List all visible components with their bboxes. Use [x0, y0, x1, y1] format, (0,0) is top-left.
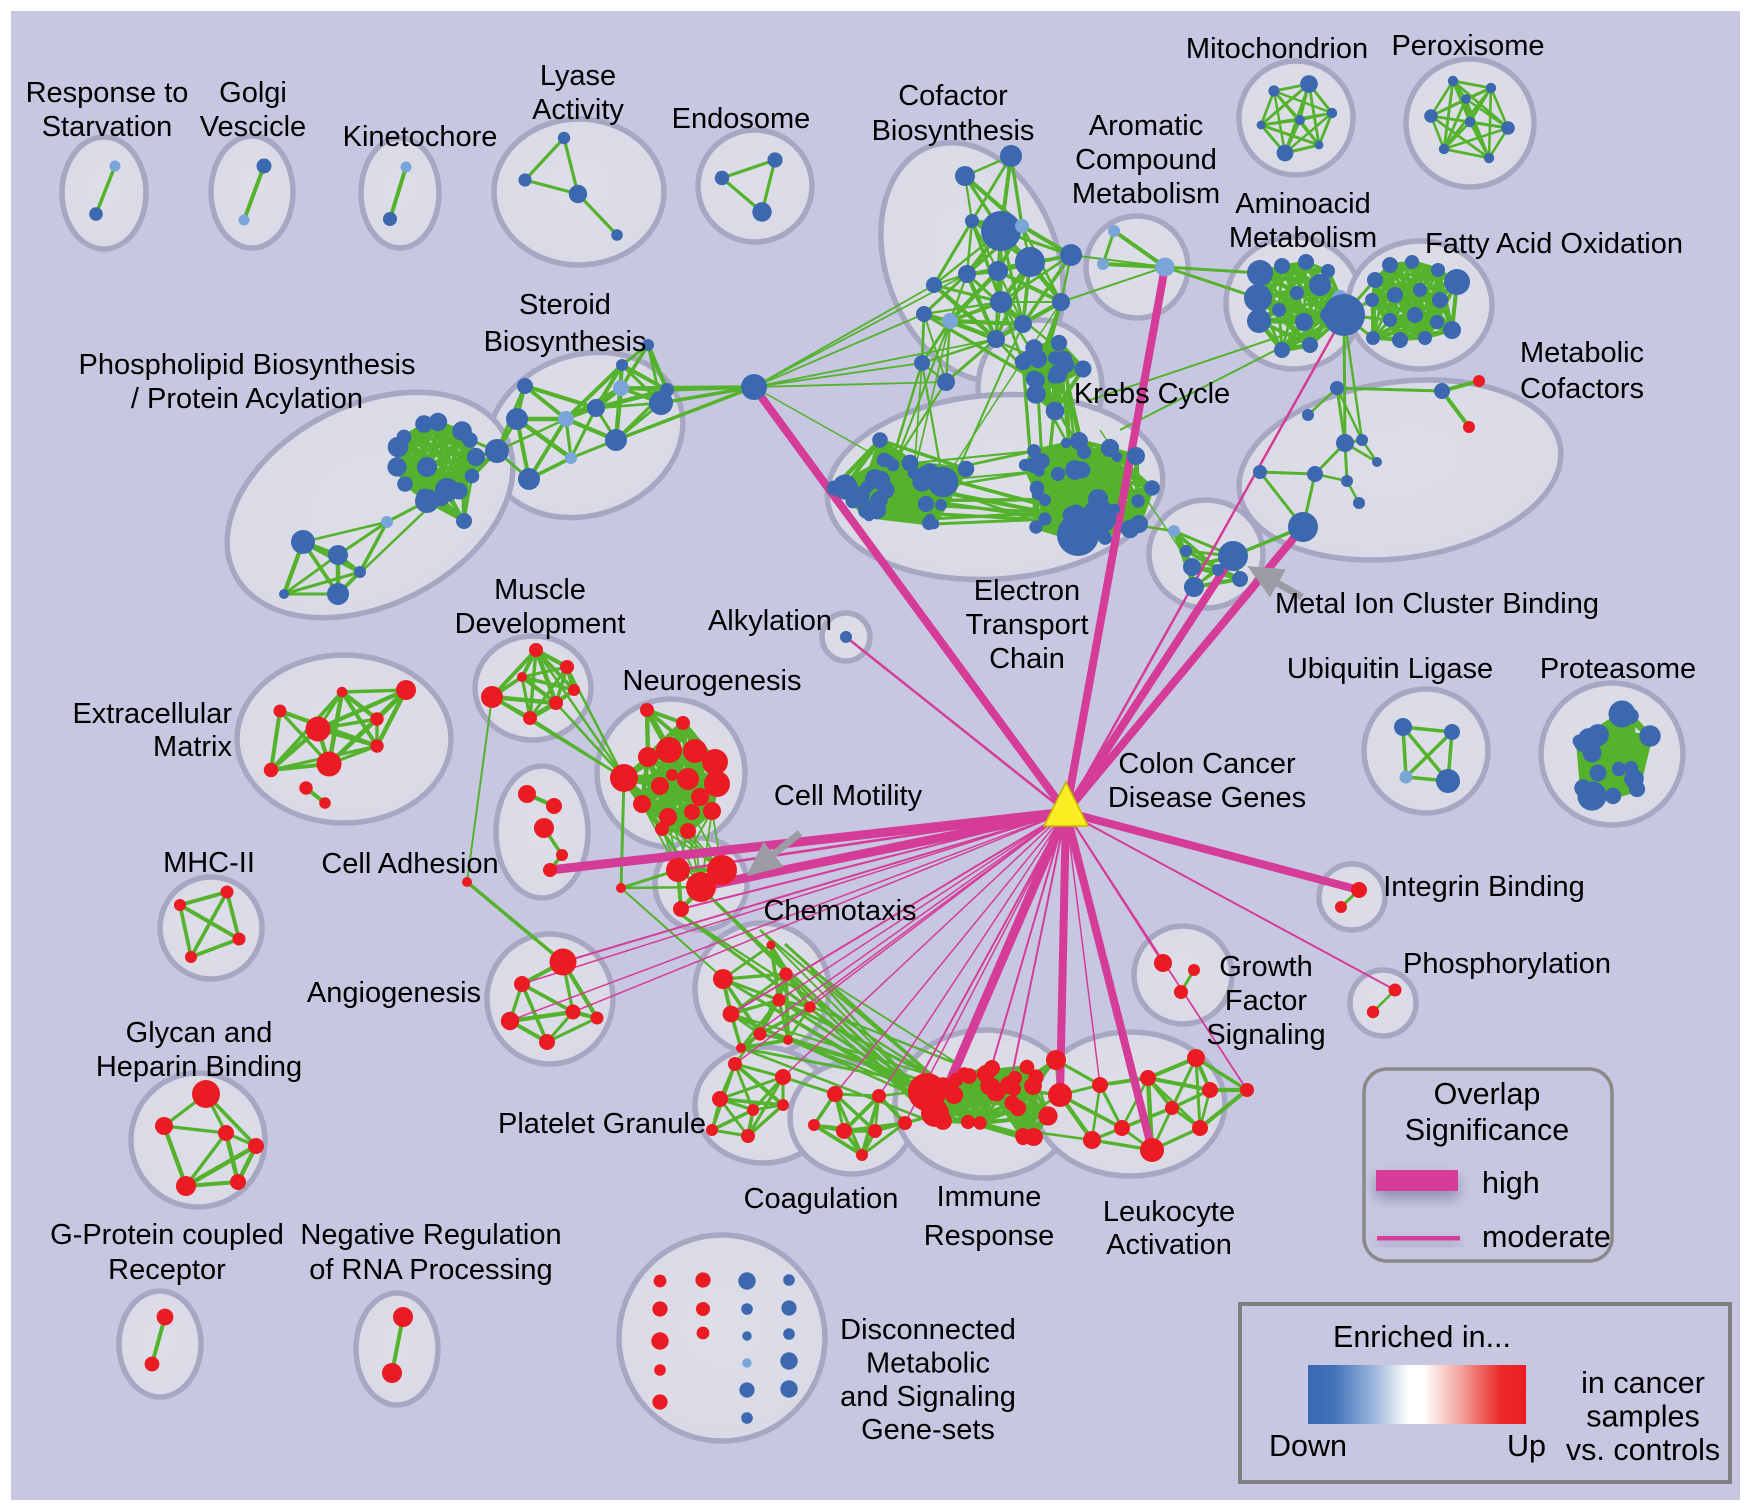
svg-text:high: high [1482, 1166, 1540, 1200]
svg-text:Response to: Response to [26, 77, 189, 109]
svg-text:Chemotaxis: Chemotaxis [763, 895, 916, 927]
svg-text:Factor: Factor [1225, 985, 1308, 1017]
svg-text:Matrix: Matrix [153, 731, 232, 763]
svg-text:Disconnected: Disconnected [840, 1314, 1016, 1346]
svg-text:Kinetochore: Kinetochore [343, 121, 498, 153]
svg-text:Extracellular: Extracellular [72, 698, 232, 730]
svg-text:Muscle: Muscle [494, 574, 586, 606]
svg-text:Gene-sets: Gene-sets [861, 1414, 995, 1446]
svg-text:Cofactors: Cofactors [1520, 373, 1644, 405]
svg-text:Ubiquitin Ligase: Ubiquitin Ligase [1287, 653, 1493, 685]
svg-text:Metabolic: Metabolic [1520, 337, 1644, 369]
svg-text:Metal Ion Cluster Binding: Metal Ion Cluster Binding [1275, 588, 1599, 620]
svg-text:Platelet Granule: Platelet Granule [498, 1108, 706, 1140]
svg-text:Metabolism: Metabolism [1072, 178, 1220, 210]
svg-text:Angiogenesis: Angiogenesis [307, 977, 481, 1009]
svg-text:Fatty Acid Oxidation: Fatty Acid Oxidation [1425, 228, 1683, 260]
svg-text:Transport: Transport [965, 609, 1088, 641]
svg-text:Starvation: Starvation [42, 111, 173, 143]
svg-text:Signaling: Signaling [1206, 1019, 1325, 1051]
svg-text:Mitochondrion: Mitochondrion [1186, 33, 1368, 65]
svg-text:Coagulation: Coagulation [744, 1183, 899, 1215]
svg-text:Growth: Growth [1219, 951, 1312, 983]
svg-text:Integrin Binding: Integrin Binding [1383, 871, 1585, 903]
svg-text:Enriched in...: Enriched in... [1333, 1320, 1511, 1354]
svg-text:Vescicle: Vescicle [200, 111, 306, 143]
svg-text:Response: Response [924, 1220, 1055, 1252]
svg-text:Cell Adhesion: Cell Adhesion [321, 848, 498, 880]
svg-text:Chain: Chain [989, 643, 1065, 675]
svg-text:Electron: Electron [974, 575, 1080, 607]
svg-text:Steroid: Steroid [519, 289, 611, 321]
svg-text:Neurogenesis: Neurogenesis [623, 665, 802, 697]
svg-text:Development: Development [455, 608, 626, 640]
svg-text:Alkylation: Alkylation [708, 605, 832, 637]
svg-text:Disease Genes: Disease Genes [1108, 782, 1306, 814]
svg-text:Metabolic: Metabolic [866, 1347, 990, 1379]
svg-text:Biosynthesis: Biosynthesis [484, 326, 647, 358]
svg-text:Biosynthesis: Biosynthesis [872, 115, 1035, 147]
svg-text:Immune: Immune [937, 1181, 1042, 1213]
svg-text:Proteasome: Proteasome [1540, 653, 1696, 685]
svg-text:Negative Regulation: Negative Regulation [300, 1219, 561, 1251]
svg-text:Phosphorylation: Phosphorylation [1403, 948, 1611, 980]
svg-text:vs. controls: vs. controls [1566, 1433, 1720, 1467]
svg-text:Phospholipid Biosynthesis: Phospholipid Biosynthesis [79, 349, 416, 381]
svg-text:/ Protein Acylation: / Protein Acylation [131, 383, 363, 415]
svg-text:Krebs Cycle: Krebs Cycle [1074, 378, 1230, 410]
svg-text:Significance: Significance [1405, 1113, 1569, 1147]
svg-text:Lyase: Lyase [540, 60, 616, 92]
svg-text:moderate: moderate [1482, 1220, 1611, 1254]
svg-text:Activation: Activation [1106, 1229, 1232, 1261]
svg-text:Endosome: Endosome [672, 103, 811, 135]
svg-text:Overlap: Overlap [1434, 1077, 1541, 1111]
svg-text:Aminoacid: Aminoacid [1235, 188, 1370, 220]
svg-text:Compound: Compound [1075, 144, 1217, 176]
svg-text:Leukocyte: Leukocyte [1103, 1196, 1235, 1228]
svg-text:samples: samples [1586, 1400, 1700, 1434]
svg-text:Up: Up [1507, 1429, 1546, 1463]
svg-text:in cancer: in cancer [1581, 1366, 1705, 1400]
svg-text:of RNA Processing: of RNA Processing [309, 1254, 552, 1286]
svg-text:Cofactor: Cofactor [898, 80, 1008, 112]
svg-text:Peroxisome: Peroxisome [1391, 30, 1544, 62]
svg-text:Down: Down [1269, 1429, 1347, 1463]
svg-text:Golgi: Golgi [219, 77, 287, 109]
svg-text:G-Protein coupled: G-Protein coupled [50, 1219, 284, 1251]
svg-text:Aromatic: Aromatic [1089, 110, 1203, 142]
svg-text:Cell Motility: Cell Motility [774, 780, 923, 812]
svg-text:MHC-II: MHC-II [163, 847, 255, 879]
svg-text:Heparin Binding: Heparin Binding [96, 1051, 302, 1083]
svg-text:Receptor: Receptor [108, 1254, 226, 1286]
svg-text:Colon Cancer: Colon Cancer [1118, 748, 1296, 780]
svg-text:Metabolism: Metabolism [1229, 222, 1377, 254]
svg-text:Glycan and: Glycan and [126, 1017, 273, 1049]
svg-text:and Signaling: and Signaling [840, 1381, 1016, 1413]
svg-text:Activity: Activity [532, 94, 624, 126]
